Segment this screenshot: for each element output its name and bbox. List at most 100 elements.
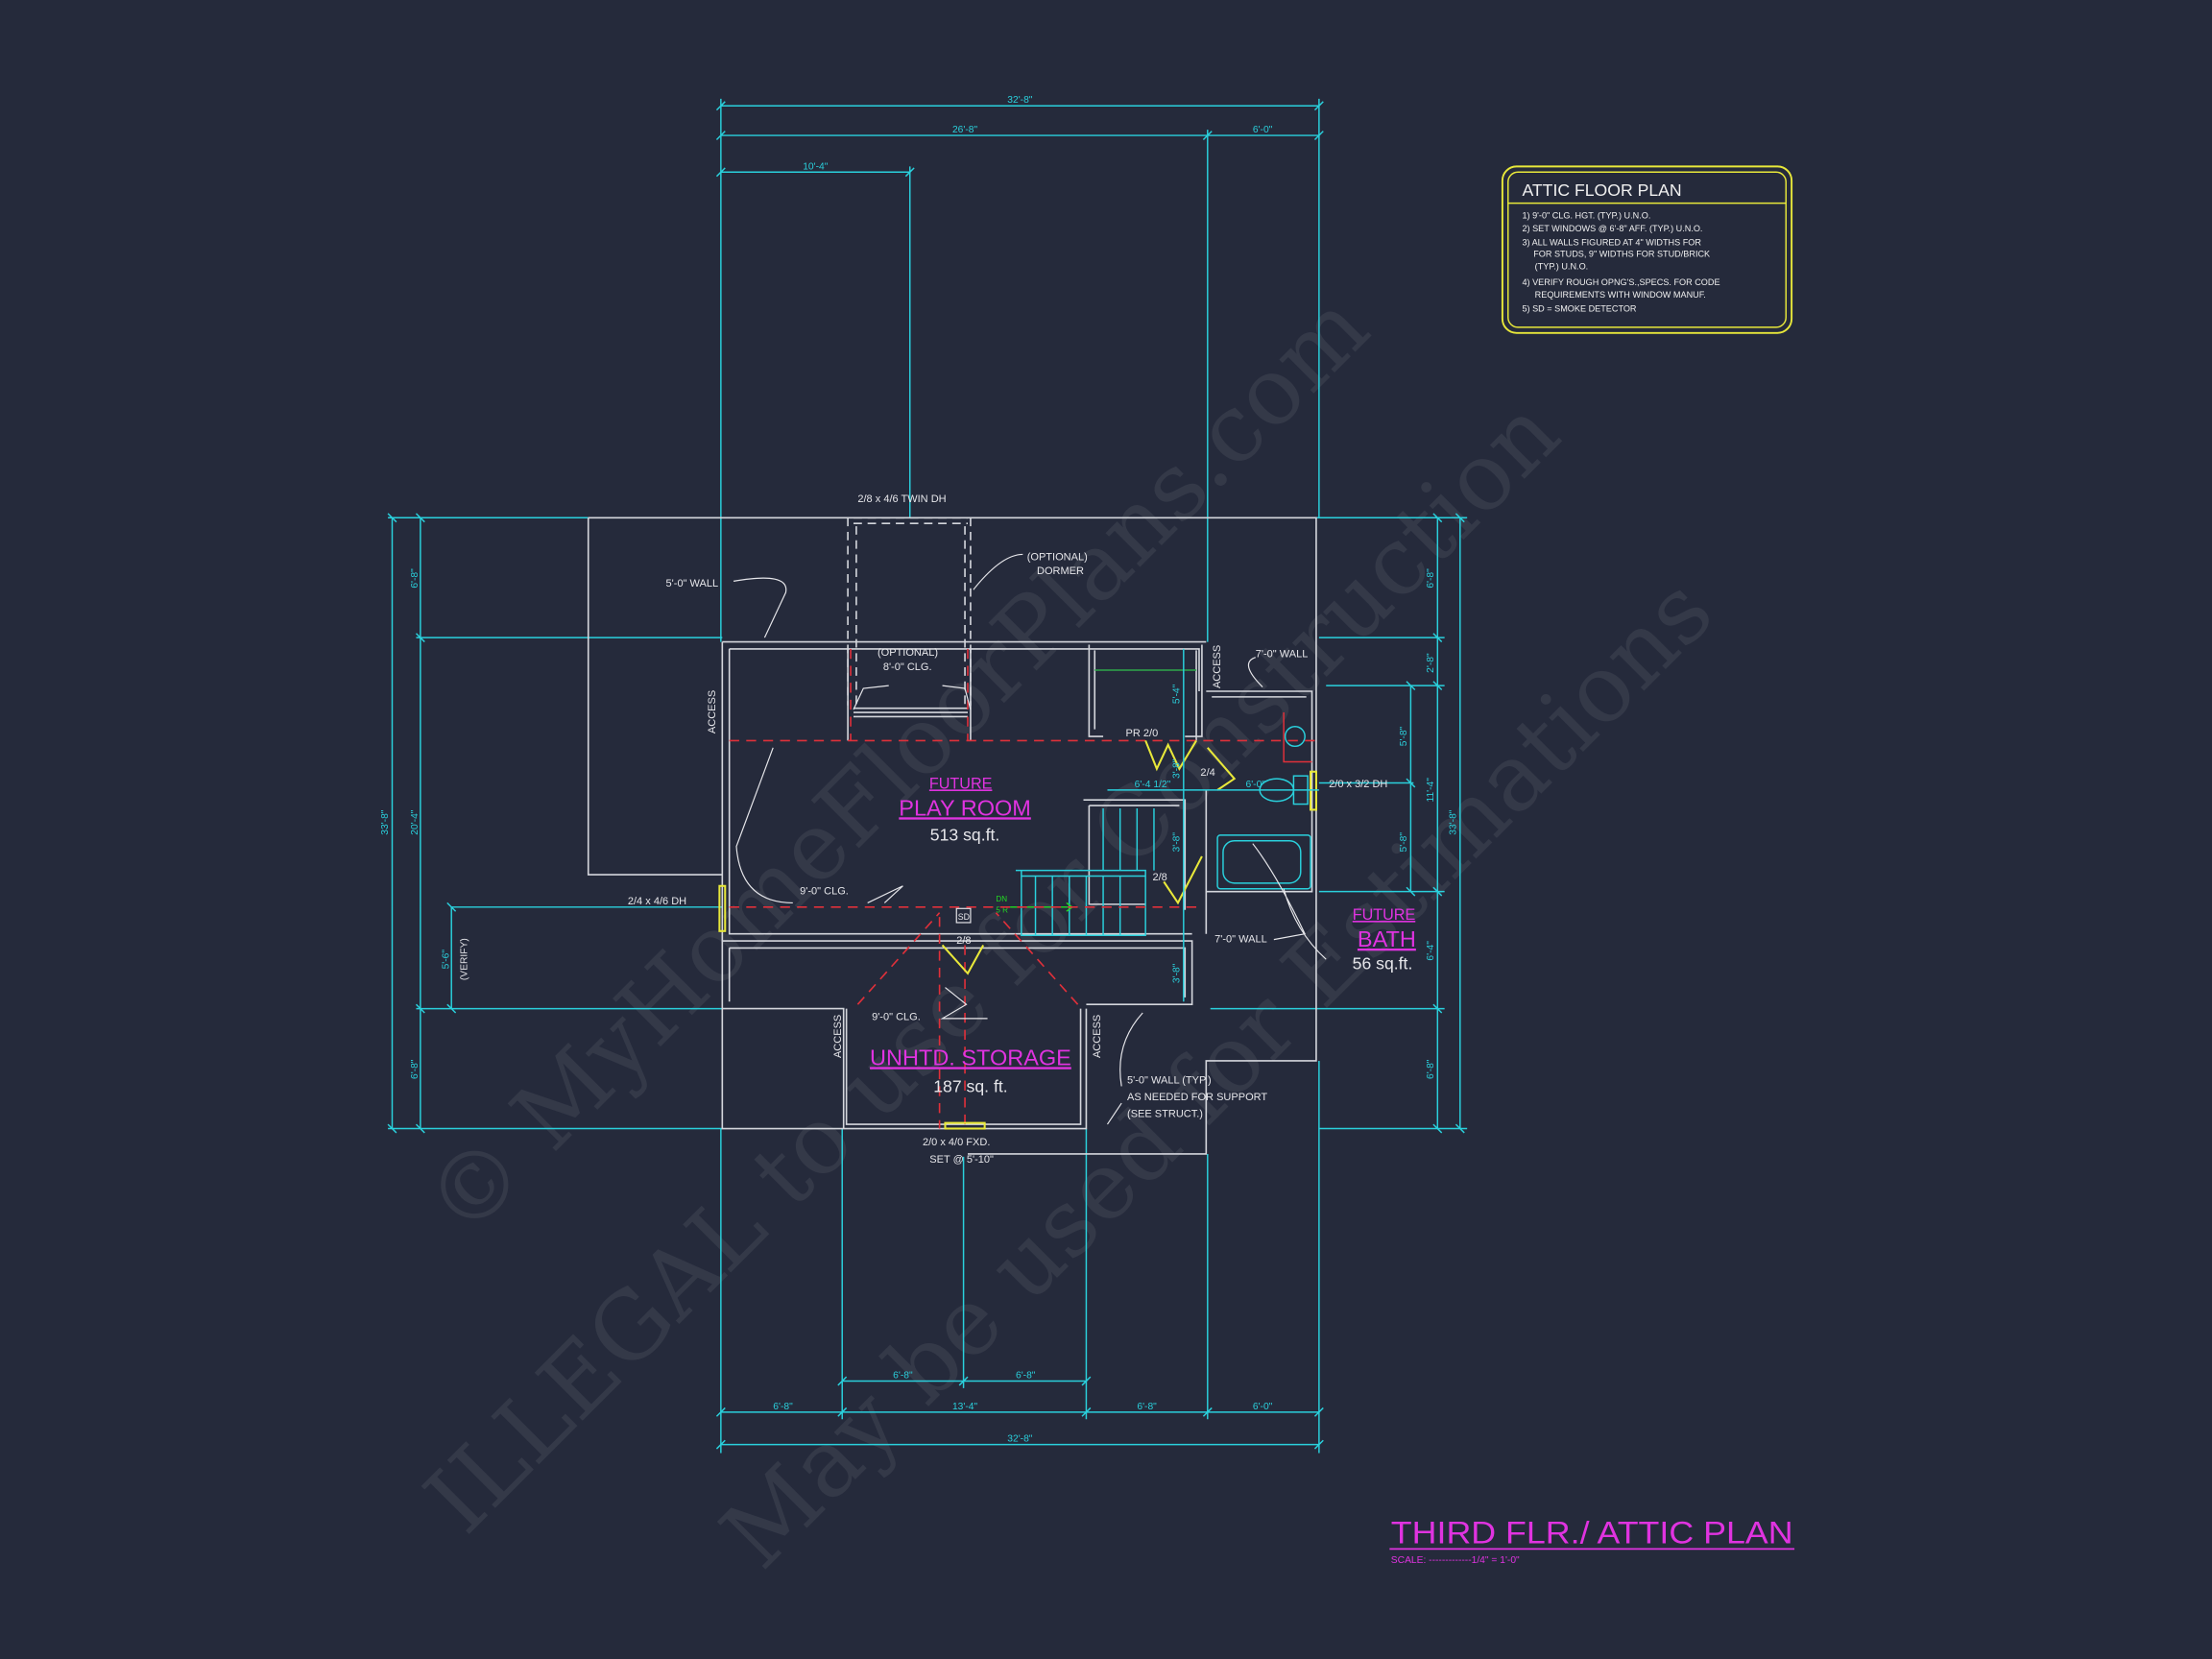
note-5: 5) SD = SMOKE DETECTOR xyxy=(1522,304,1636,314)
verify-note: (VERIFY) xyxy=(459,938,469,980)
bottom-dimensions: 6'-8" 6'-8" 6'-8" 13'-4" 6'-8" 6'-0" 32'… xyxy=(715,1060,1324,1454)
dim-bath-width: 6'-0" xyxy=(1246,780,1266,790)
note-2: 2) SET WINDOWS @ 6'-8" AFF. (TYP.) U.N.O… xyxy=(1522,224,1702,233)
access-label-storage-left: ACCESS xyxy=(832,1015,844,1058)
top-dimensions: 32'-8" 26'-8" 6'-0" 10'-4" xyxy=(715,95,1324,642)
ceiling-lines xyxy=(729,648,1319,1129)
access-label-playroom: ACCESS xyxy=(707,690,718,733)
wall-7ft-top-label: 7'-0" WALL xyxy=(1256,649,1309,661)
twin-dh-label: 2/8 x 4/6 TWIN DH xyxy=(857,493,946,505)
right-dimensions: 33'-8" 6'-8" 2'-8" 11'-4" 6'-4" 6'-8" 5'… xyxy=(1210,513,1468,1134)
dim-right-seg4: 6'-4" xyxy=(1426,941,1436,961)
note-4: 4) VERIFY ROUGH OPNG'S.,SPECS. FOR CODE xyxy=(1522,277,1719,287)
sink xyxy=(1284,726,1306,748)
dim-left-overall: 33'-8" xyxy=(380,809,391,835)
dim-hall-a: 3'-8" xyxy=(1171,758,1182,779)
title-block: THIRD FLR./ ATTIC PLAN SCALE: ----------… xyxy=(1389,1516,1795,1566)
dim-left-top: 6'-8" xyxy=(410,568,421,589)
storage-clg-label: 9'-0" CLG. xyxy=(872,1011,921,1022)
pr-door-label: PR 2/0 xyxy=(1126,728,1159,739)
right-window-label: 2/0 x 3/2 DH xyxy=(1329,779,1387,790)
dim-right-seg2: 2'-8" xyxy=(1426,653,1436,673)
stair-down-label: DN xyxy=(996,895,1007,903)
fixed-window-label-2: SET @ 5'-10" xyxy=(929,1154,994,1166)
play-clg-label: 9'-0" CLG. xyxy=(800,886,849,898)
wall-7ft-bottom-label: 7'-0" WALL xyxy=(1214,934,1267,946)
leader-lines xyxy=(733,553,1327,1125)
dim-right-seg3: 11'-4" xyxy=(1426,778,1436,803)
bath-name: BATH xyxy=(1358,926,1416,951)
fixed-window xyxy=(944,1121,986,1130)
dim-bottom-inner-a: 6'-8" xyxy=(893,1371,913,1382)
dim-closet: 5'-4" xyxy=(1171,684,1182,704)
dim-right-overall: 33'-8" xyxy=(1448,809,1458,835)
dim-left-window-offset: 5'-6" xyxy=(441,950,451,970)
drawing-scale: SCALE: -------------1/4" = 1'-0" xyxy=(1391,1555,1520,1566)
playroom-prefix: FUTURE xyxy=(929,775,993,792)
optional-clg-label-1: (OPTIONAL) xyxy=(878,647,938,659)
dim-top-main: 26'-8" xyxy=(952,125,978,135)
drawing-title: THIRD FLR./ ATTIC PLAN xyxy=(1391,1516,1793,1551)
dim-right-win-b: 5'-8" xyxy=(1399,832,1409,853)
notes-title: ATTIC FLOOR PLAN xyxy=(1522,180,1681,200)
stair-door xyxy=(1163,855,1203,905)
support-wall-label-2: AS NEEDED FOR SUPPORT xyxy=(1127,1092,1267,1103)
note-4b: REQUIREMENTS WITH WINDOW MANUF. xyxy=(1535,290,1706,300)
interior-dimensions: 5'-4" 6'-4 1/2" 6'-0" 3'-8" 3'-8" 3'-8" xyxy=(1107,648,1319,1002)
bathtub xyxy=(1216,834,1311,890)
note-3: 3) ALL WALLS FIGURED AT 4" WIDTHS FOR xyxy=(1522,238,1701,248)
wall-5ft-label: 5'-0" WALL xyxy=(666,578,719,589)
dim-left-bottom: 6'-8" xyxy=(410,1059,421,1079)
smoke-detector-label: SD xyxy=(958,912,970,922)
storage-area: 187 sq. ft. xyxy=(933,1076,1007,1095)
support-wall-label-3: (SEE STRUCT.) xyxy=(1127,1109,1203,1120)
dim-left-middle: 20'-4" xyxy=(410,809,421,835)
bath-area: 56 sq.ft. xyxy=(1353,953,1413,973)
storage-door xyxy=(941,944,985,975)
playroom-area: 513 sq.ft. xyxy=(930,826,1000,845)
playroom-name: PLAY ROOM xyxy=(899,795,1031,820)
dim-bottom-seg3: 6'-8" xyxy=(1137,1402,1157,1412)
note-1: 1) 9'-0" CLG. HGT. (TYP.) U.N.O. xyxy=(1522,211,1650,221)
storage-door-label: 2/8 xyxy=(956,935,971,947)
dim-right-win-a: 5'-8" xyxy=(1399,726,1409,746)
dim-hall-c: 3'-8" xyxy=(1171,963,1182,983)
bathtub-inner xyxy=(1222,840,1302,884)
support-wall-label-1: 5'-0" WALL (TYP.) xyxy=(1127,1074,1212,1086)
left-window xyxy=(718,884,727,932)
stair-door-label: 2/8 xyxy=(1152,872,1166,883)
access-label-bath: ACCESS xyxy=(1212,645,1223,688)
bath-door-label: 2/4 xyxy=(1200,767,1214,779)
dim-bottom-overall: 32'-8" xyxy=(1007,1434,1033,1445)
dim-bottom-inner-b: 6'-8" xyxy=(1016,1371,1036,1382)
bath-prefix: FUTURE xyxy=(1353,906,1416,924)
dim-hall-b: 3'-8" xyxy=(1171,832,1182,853)
dim-bottom-seg1: 6'-8" xyxy=(773,1402,793,1412)
room-labels: FUTURE PLAY ROOM 513 sq.ft. UNHTD. STORA… xyxy=(870,775,1416,1095)
dim-top-overall: 32'-8" xyxy=(1007,95,1033,106)
dim-right-seg1: 6'-8" xyxy=(1426,568,1436,589)
plan-annotations: 2/8 x 4/6 TWIN DH (OPTIONAL) DORMER 5'-0… xyxy=(666,493,1309,1166)
optional-clg-label-2: 8'-0" CLG. xyxy=(883,661,932,673)
dim-hall-width: 6'-4 1/2" xyxy=(1135,780,1171,790)
dormer-label-2: DORMER xyxy=(1037,565,1084,577)
notes-box: ATTIC FLOOR PLAN 1) 9'-0" CLG. HGT. (TYP… xyxy=(1501,165,1793,334)
dim-top-dormer: 10'-4" xyxy=(803,161,829,172)
left-dimensions: 33'-8" 6'-8" 20'-4" 6'-8" 5'-6" (VERIFY)… xyxy=(380,513,723,1134)
left-window-label: 2/4 x 4/6 DH xyxy=(628,896,686,907)
optional-dormer xyxy=(847,517,972,706)
dim-bottom-seg4: 6'-0" xyxy=(1253,1402,1273,1412)
note-3b: FOR STUDS, 9" WIDTHS FOR STUD/BRICK xyxy=(1533,249,1710,258)
stair-risers-label: 5 R xyxy=(996,906,1008,915)
dim-bottom-seg2: 13'-4" xyxy=(952,1402,978,1412)
bath-door xyxy=(1207,747,1237,791)
fixed-window-label-1: 2/0 x 4/0 FXD. xyxy=(923,1137,990,1148)
dim-top-right: 6'-0" xyxy=(1253,125,1273,135)
dim-right-seg5: 6'-8" xyxy=(1426,1059,1436,1079)
closet-pair-door xyxy=(1144,739,1197,772)
note-3c: (TYP.) U.N.O. xyxy=(1535,262,1589,272)
storage-name: UNHTD. STORAGE xyxy=(870,1045,1071,1070)
dormer-label-1: (OPTIONAL) xyxy=(1027,551,1088,563)
